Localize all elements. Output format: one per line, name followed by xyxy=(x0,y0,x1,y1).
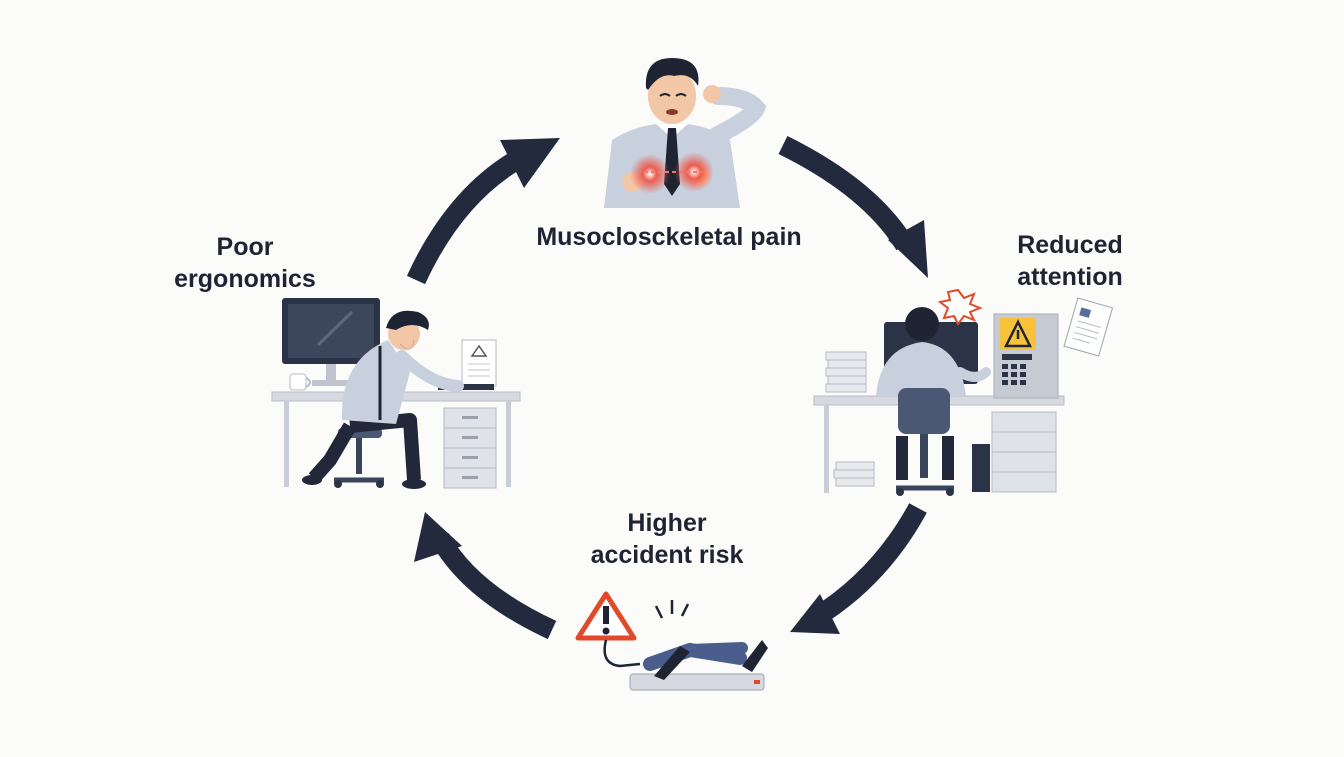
arrow-heads xyxy=(414,138,928,634)
document-icon xyxy=(1063,297,1114,357)
stage-label-line: ergonomics xyxy=(174,265,316,293)
arrowhead-4 xyxy=(414,512,462,562)
arrowhead-1 xyxy=(500,138,560,188)
pain-worker-icon xyxy=(604,58,767,208)
stage-label-line: accident risk xyxy=(590,541,744,569)
stage-label-musculoskeletal-pain: Musoclosckeletal pain xyxy=(512,221,826,253)
stage-label-line: Higher xyxy=(627,509,707,537)
arrowhead-2 xyxy=(888,220,928,278)
arrow-pain-to-attention xyxy=(778,136,914,251)
poor-posture-worker-icon xyxy=(271,298,521,489)
tripped-worker-icon xyxy=(629,600,768,691)
stage-label-higher-accident-risk: Higher accident risk xyxy=(560,507,774,571)
arrow-accident-to-ergonomics xyxy=(431,532,557,640)
stage-label-line: attention xyxy=(1017,263,1123,291)
stage-label-line: Musoclosckeletal pain xyxy=(536,223,802,251)
stage-label-reduced-attention: Reduced attention xyxy=(990,229,1150,293)
burst-icon xyxy=(937,288,983,326)
distracted-worker-icon xyxy=(813,307,1065,496)
warning-sign-icon xyxy=(575,591,641,668)
stage-label-line: Poor xyxy=(216,233,274,261)
arrow-attention-to-accident xyxy=(809,503,927,627)
arrowhead-3 xyxy=(790,594,840,634)
stage-label-line: Reduced xyxy=(1017,231,1123,259)
arrow-ergonomics-to-pain xyxy=(406,149,526,285)
stage-label-poor-ergonomics: Poor ergonomics xyxy=(150,231,340,295)
